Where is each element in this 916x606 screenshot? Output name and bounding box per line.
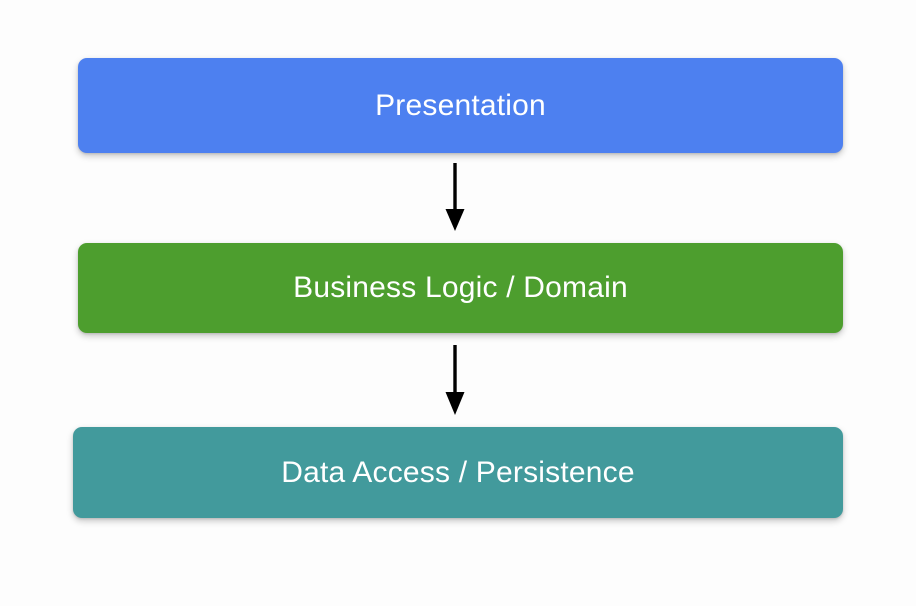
layer-node-business-logic[interactable]: Business Logic / Domain xyxy=(78,243,843,333)
layer-label-data-access: Data Access / Persistence xyxy=(281,455,635,489)
layer-node-presentation[interactable]: Presentation xyxy=(78,58,843,153)
layer-label-presentation: Presentation xyxy=(375,88,546,122)
layer-node-data-access[interactable]: Data Access / Persistence xyxy=(73,427,843,518)
layer-label-business-logic: Business Logic / Domain xyxy=(293,271,628,304)
connector-arrow-business-to-data xyxy=(425,345,485,417)
connector-arrow-presentation-to-business xyxy=(425,163,485,233)
arrow-down-icon xyxy=(445,163,465,231)
arrow-down-icon xyxy=(445,345,465,415)
